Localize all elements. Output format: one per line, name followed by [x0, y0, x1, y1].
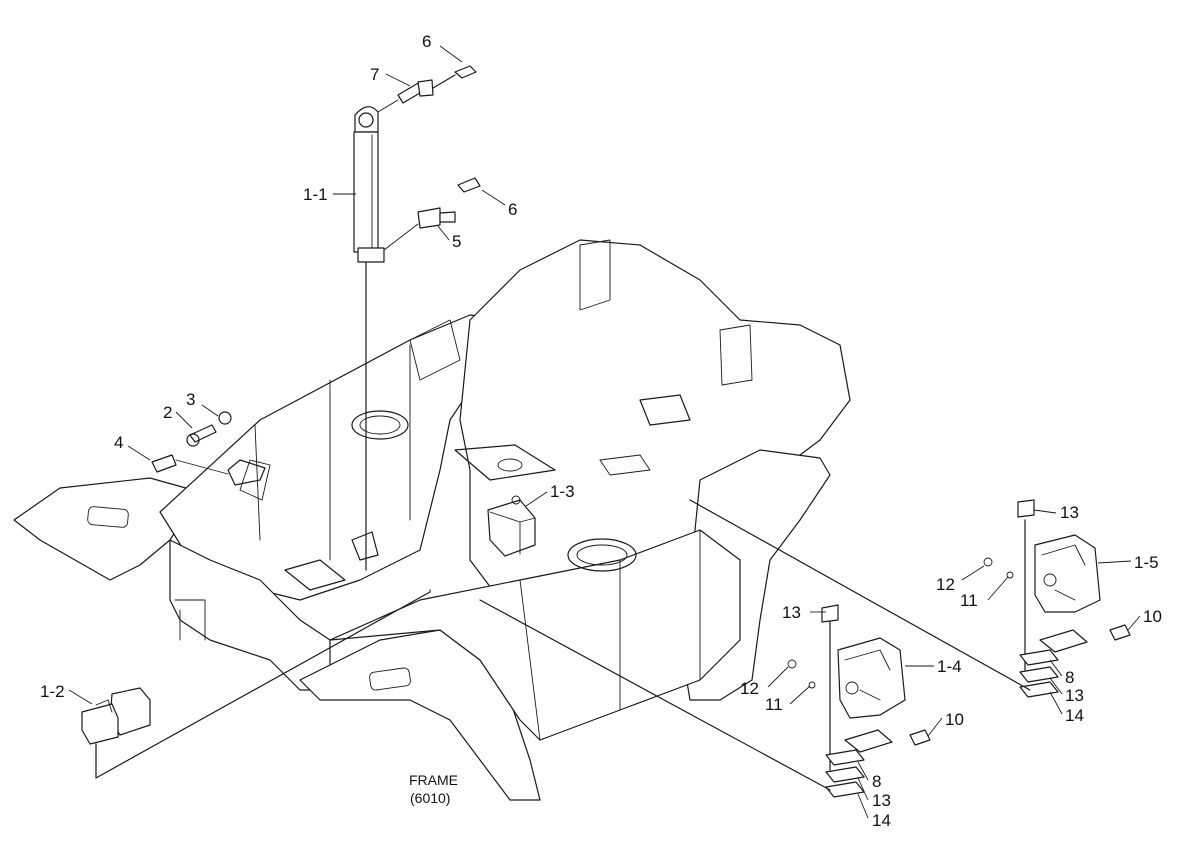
callout-1-1: 1-1 — [303, 185, 328, 204]
callout-8-right: 8 — [1065, 668, 1074, 687]
cylinder-1-1 — [351, 106, 385, 571]
callout-1-4: 1-4 — [937, 657, 962, 676]
callouts: 6 7 1-1 6 5 3 2 4 1-3 1-2 13 1-5 12 11 1… — [40, 32, 1162, 830]
callout-12-mid: 12 — [740, 679, 759, 698]
callout-11-mid: 11 — [765, 695, 783, 714]
pin-5-assembly — [383, 177, 481, 251]
callout-12-right: 12 — [936, 575, 955, 594]
callout-2: 2 — [163, 403, 172, 422]
latch-1-5 — [689, 499, 1131, 698]
motor-1-2 — [81, 589, 431, 779]
callout-13-mid-b: 13 — [872, 791, 891, 810]
callout-4: 4 — [114, 433, 123, 452]
pin-2-assembly — [151, 411, 266, 486]
frame-code: (6010) — [410, 790, 450, 806]
callout-13-right-b: 13 — [1065, 686, 1084, 705]
callout-8-mid: 8 — [872, 772, 881, 791]
frame-main-block — [159, 314, 511, 601]
callout-7: 7 — [370, 65, 379, 84]
leader-lines — [68, 45, 1141, 819]
callout-5: 5 — [452, 232, 461, 251]
sensor-1-3 — [487, 495, 536, 557]
callout-10-right: 10 — [1143, 607, 1162, 626]
callout-3: 3 — [186, 390, 195, 409]
callout-1-2: 1-2 — [40, 682, 65, 701]
frame-lower-side — [329, 529, 741, 741]
callout-6-top: 6 — [422, 32, 431, 51]
callout-14-mid: 14 — [872, 811, 891, 830]
frame-assembly — [13, 239, 851, 801]
callout-10-mid: 10 — [945, 710, 964, 729]
latch-1-4 — [479, 599, 931, 798]
callout-13-right: 13 — [1060, 503, 1079, 522]
callout-13-mid: 13 — [782, 603, 801, 622]
callout-1-3: 1-3 — [550, 482, 575, 501]
callout-6-mid: 6 — [508, 200, 517, 219]
pin-7-assembly — [377, 65, 477, 113]
frame-label: FRAME — [409, 772, 458, 788]
callout-11-right: 11 — [960, 591, 978, 610]
callout-1-5: 1-5 — [1134, 553, 1159, 572]
callout-14-right: 14 — [1065, 706, 1084, 725]
